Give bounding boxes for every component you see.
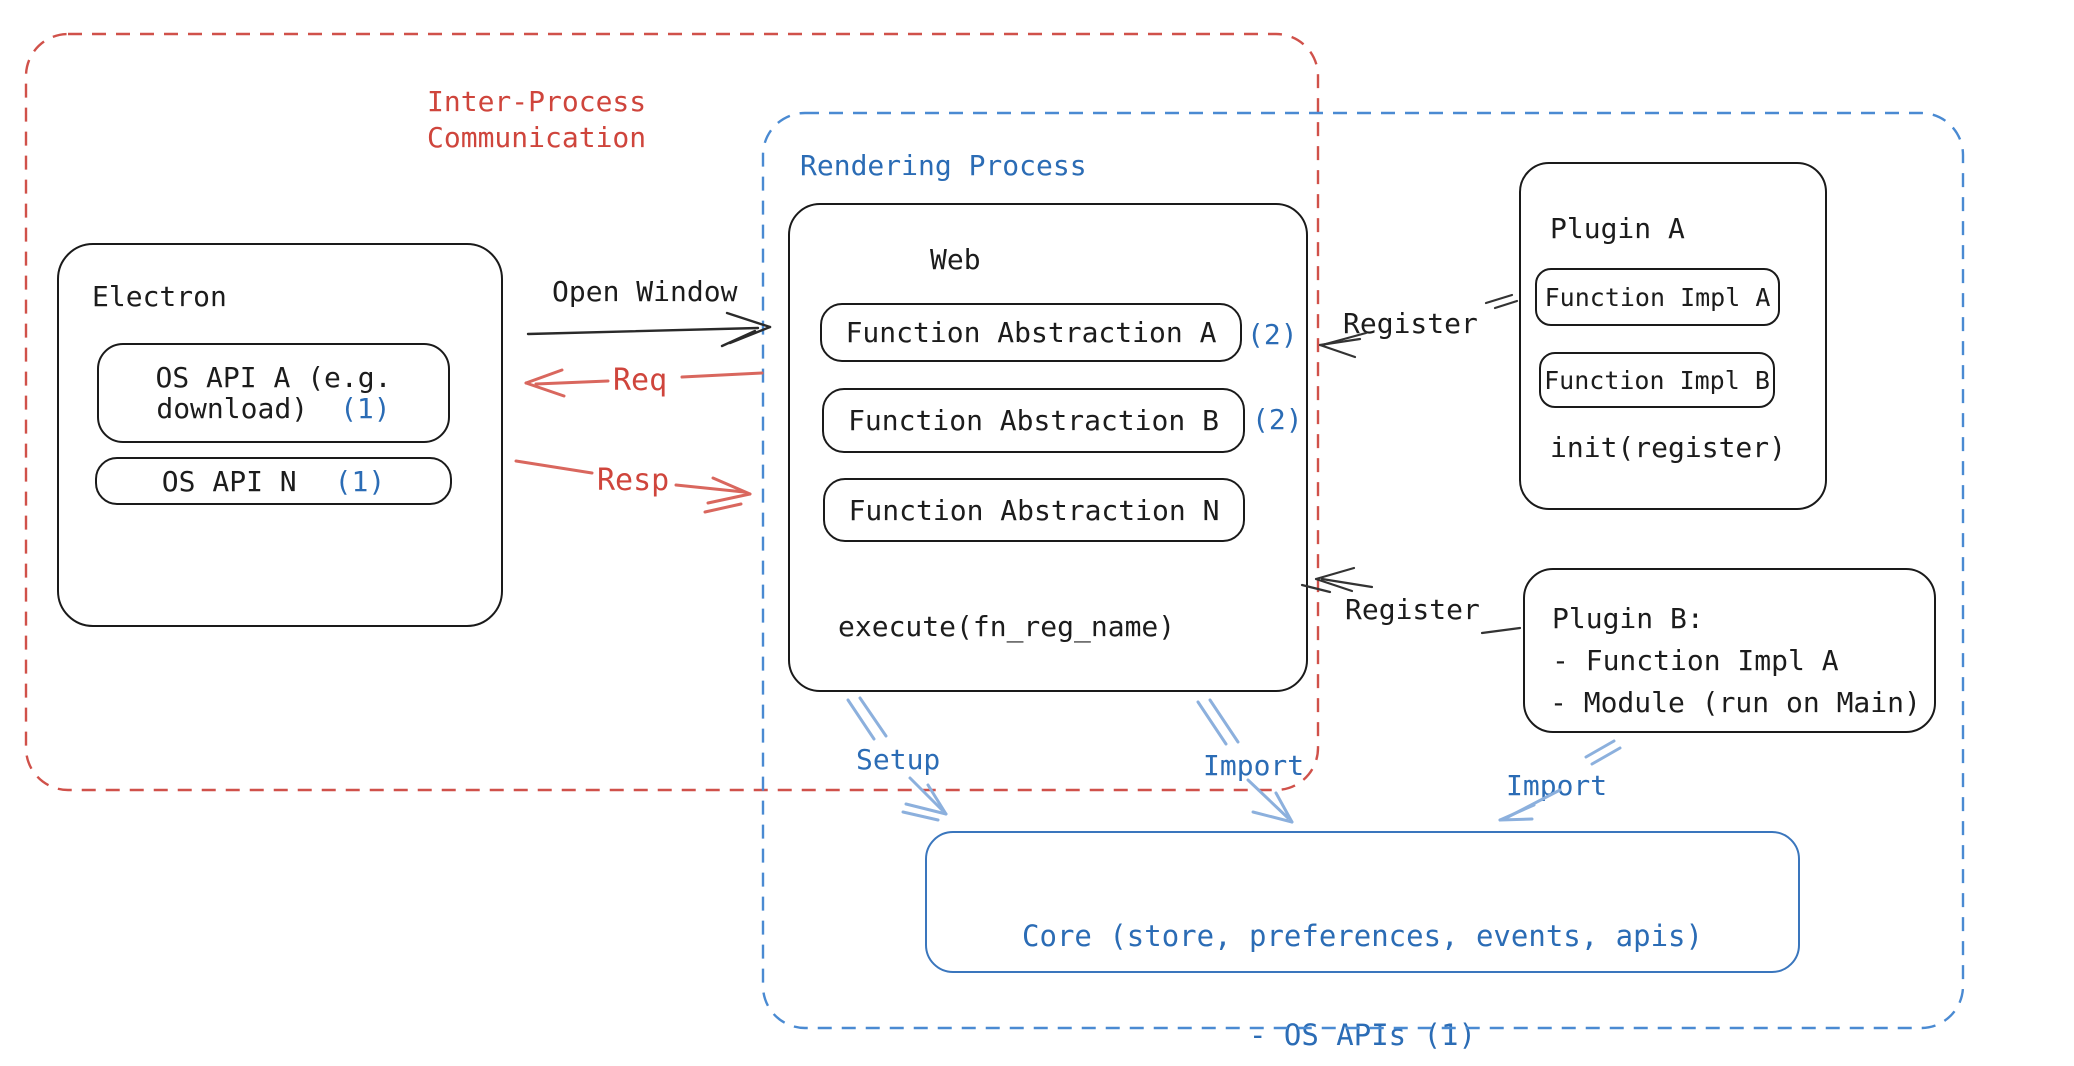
plugin-b-line-impl-a: - Function Impl A — [1552, 644, 1839, 677]
import-mid-label: Import — [1203, 749, 1305, 782]
core-line-title: Core (store, preferences, events, apis) — [1022, 919, 1703, 953]
os-api-a-badge: (1) — [340, 392, 391, 425]
function-abstraction-n-label: Function Abstraction N — [848, 493, 1220, 527]
plugin-b-title: Plugin B: — [1552, 602, 1704, 635]
open-window-label: Open Window — [552, 275, 738, 308]
req-label: Req — [613, 363, 668, 398]
function-impl-b-box: Function Impl B — [1539, 352, 1775, 408]
core-line-os-apis: - OS APIs (1) — [1249, 1018, 1476, 1052]
open-window-arrow — [526, 311, 772, 348]
os-api-n-badge: (1) — [334, 464, 386, 498]
ipc-group-title: Inter-Process Communication — [427, 85, 647, 154]
register-b-label: Register — [1345, 593, 1480, 626]
function-impl-b-label: Function Impl B — [1544, 365, 1770, 395]
plugin-a-title: Plugin A — [1550, 212, 1685, 245]
function-abstraction-b-box: Function Abstraction B — [822, 388, 1245, 453]
function-abstraction-a-box: Function Abstraction A — [820, 303, 1242, 362]
function-abstraction-a-label: Function Abstraction A — [845, 316, 1217, 349]
function-abstraction-b-label: Function Abstraction B — [848, 404, 1219, 437]
init-register-label: init(register) — [1550, 431, 1787, 464]
function-impl-a-box: Function Impl A — [1535, 268, 1780, 326]
rendering-group-title: Rendering Process — [800, 149, 1087, 182]
os-api-a-box: OS API A (e.g. download)(1) — [97, 343, 450, 443]
setup-label: Setup — [856, 743, 941, 776]
register-a-label: Register — [1343, 307, 1478, 340]
function-abstraction-n-box: Function Abstraction N — [823, 478, 1245, 542]
resp-label: Resp — [597, 463, 670, 498]
function-abstraction-a-badge: (2) — [1247, 318, 1298, 351]
import-right-label: Import — [1506, 769, 1608, 802]
os-api-n-box: OS API N (1) — [95, 457, 452, 505]
function-impl-a-label: Function Impl A — [1544, 282, 1771, 312]
web-title: Web — [930, 243, 981, 276]
plugin-b-line-module: - Module (run on Main) — [1550, 686, 1921, 719]
electron-title: Electron — [92, 280, 227, 313]
os-api-n-label: OS API N — [161, 464, 297, 498]
execute-label: execute(fn_reg_name) — [838, 610, 1176, 643]
function-abstraction-b-badge: (2) — [1252, 403, 1303, 436]
